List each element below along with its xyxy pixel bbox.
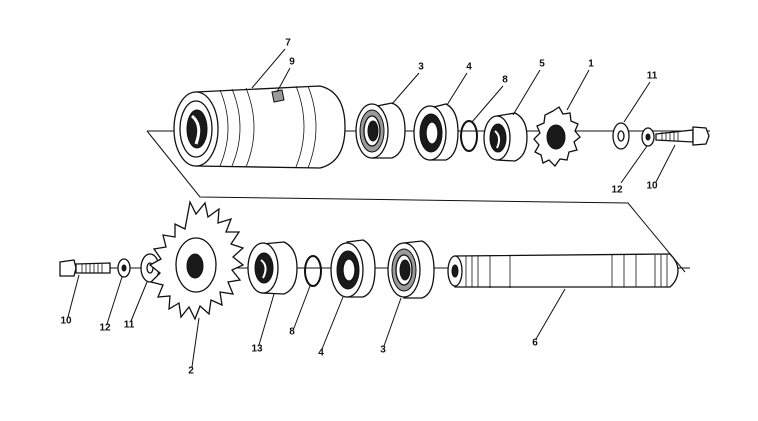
part-4-seal-top (413, 103, 459, 161)
callout-12-bottom: 12 (99, 323, 111, 334)
callout-7-top: 7 (285, 38, 291, 49)
part-8-oring-top (460, 120, 478, 152)
part-7-housing (173, 85, 346, 169)
part-3-bearing-top (355, 102, 406, 159)
callout-11-bottom: 11 (124, 320, 135, 331)
part-10-bolt-bottom (59, 259, 111, 277)
callout-12-top: 12 (611, 185, 623, 196)
callout-10-top: 10 (646, 181, 658, 192)
part-6-shaft (447, 253, 679, 288)
callout-3-bottom: 3 (380, 345, 386, 356)
part-12-lockwasher-top (641, 127, 655, 147)
callout-13-bottom: 13 (251, 344, 263, 355)
callout-8-bottom: 8 (289, 327, 295, 338)
part-10-bolt-top (655, 126, 710, 146)
part-3-bearing-bottom (387, 240, 435, 299)
callout-3-top: 3 (418, 62, 424, 73)
callout-10-bottom: 10 (60, 316, 72, 327)
part-8-oring-bottom (304, 255, 322, 287)
callout-4-top: 4 (466, 62, 472, 73)
callout-9-top: 9 (289, 57, 295, 68)
part-2-large-sprocket (148, 199, 245, 321)
part-13-bushing (247, 241, 298, 295)
leader-lines (67, 48, 676, 368)
callout-11-top: 11 (647, 71, 658, 82)
callout-8-top: 8 (502, 75, 508, 86)
callout-5-top: 5 (539, 59, 545, 70)
callout-1-top: 1 (588, 59, 594, 70)
callout-labels: 7 9 3 4 8 5 1 11 12 10 10 12 11 2 13 8 4… (60, 38, 658, 377)
part-4-seal-bottom (330, 239, 376, 298)
callout-4-bottom: 4 (318, 348, 324, 359)
part-12-lockwasher-bottom (117, 258, 131, 278)
callout-2-bottom: 2 (188, 366, 194, 377)
part-1-small-sprocket (533, 106, 581, 168)
callout-6-bottom: 6 (532, 338, 538, 349)
part-11-washer-top (612, 122, 630, 150)
part-5-spacer (483, 112, 528, 162)
